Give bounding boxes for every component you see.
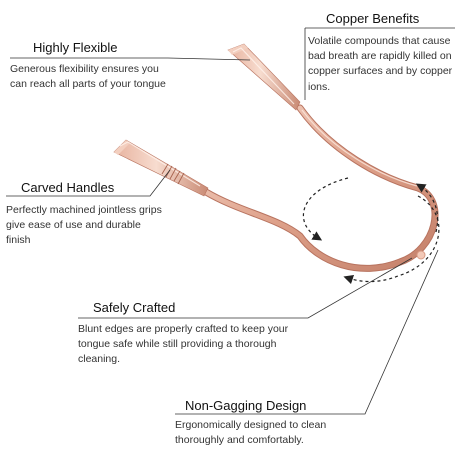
callout-title: Non-Gagging Design (185, 398, 307, 413)
callout-title: Carved Handles (21, 180, 115, 195)
callout-description: Volatile compounds that cause bad breath… (308, 35, 453, 93)
leader-flexible (10, 57, 251, 61)
upper-handle (227, 43, 301, 111)
edge-highlight-dot (416, 250, 426, 260)
scraper-band (202, 104, 439, 272)
callout-description: Blunt edges are properly crafted to keep… (78, 323, 289, 366)
callout-description: Ergonomically designed to clean thorough… (175, 419, 327, 447)
callout-title: Highly Flexible (33, 40, 118, 55)
callout-title: Safely Crafted (93, 300, 176, 315)
leader-copper (304, 27, 455, 100)
flex-arrows (302, 177, 440, 285)
leader-carved (6, 169, 171, 197)
callout-title: Copper Benefits (326, 11, 420, 26)
leader-safe (78, 257, 413, 319)
leader-lines (6, 27, 455, 415)
callout-description: Perfectly machined jointless grips give … (6, 204, 162, 247)
lower-handle (113, 139, 209, 197)
leader-gag (175, 249, 439, 415)
callout-description: Generous flexibility ensures you can rea… (10, 63, 166, 91)
